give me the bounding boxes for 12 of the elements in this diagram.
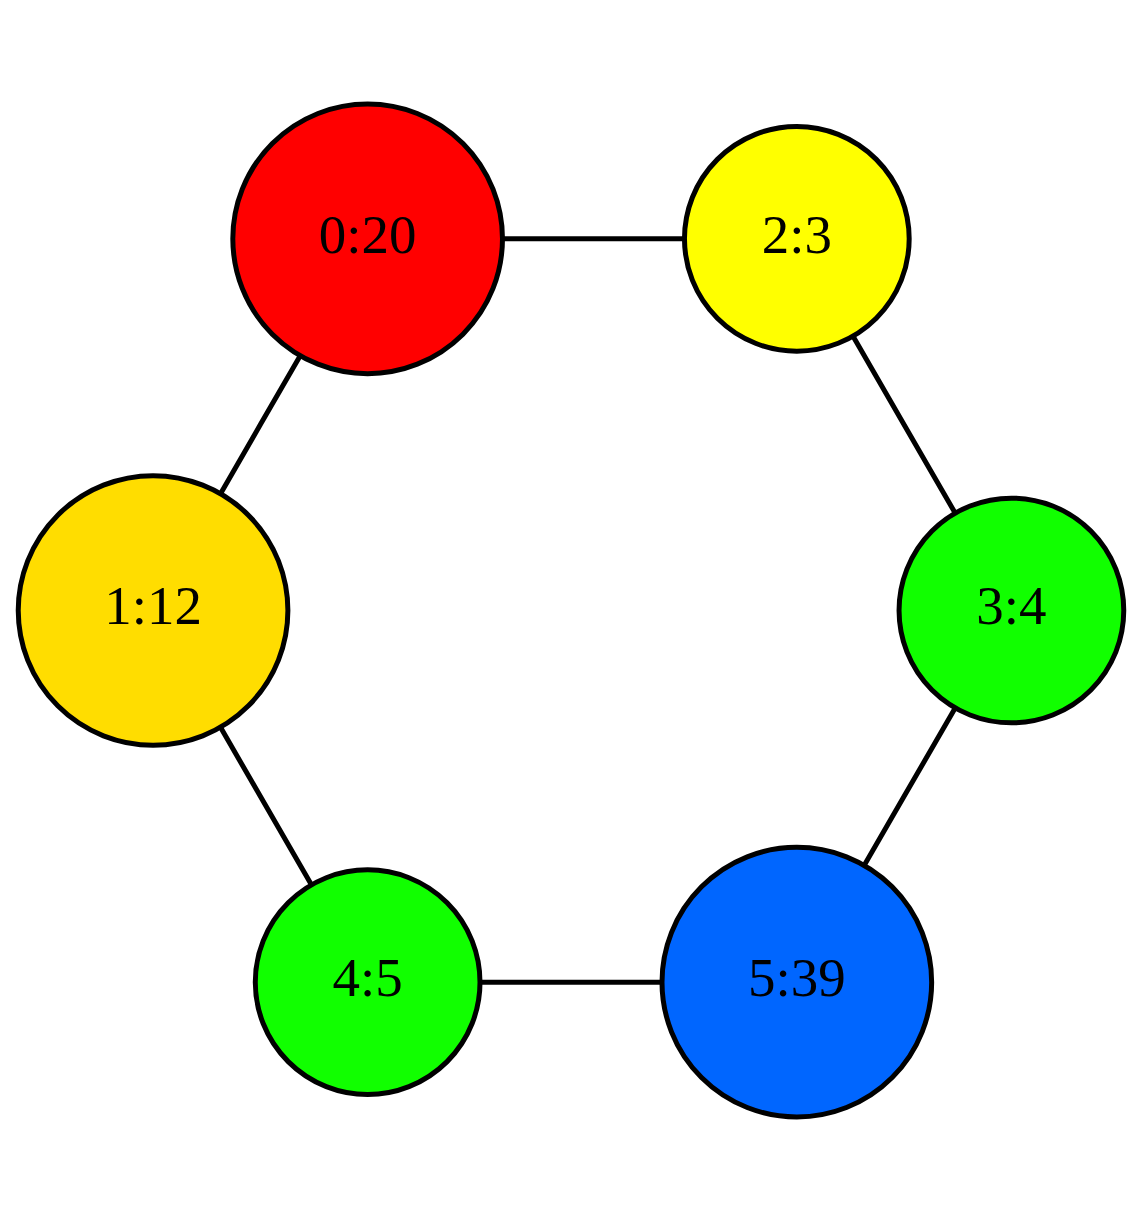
node-circle: 1:12 xyxy=(15,473,291,748)
node-circle: 0:20 xyxy=(230,101,505,377)
connector xyxy=(218,726,314,886)
connector xyxy=(480,979,661,985)
connector xyxy=(851,335,958,515)
connector xyxy=(502,236,685,242)
node-circle: 4:5 xyxy=(252,867,483,1098)
connector xyxy=(862,707,957,866)
connector xyxy=(218,355,302,495)
node-circle: 5:39 xyxy=(659,844,935,1120)
node-circle: 3:4 xyxy=(896,495,1127,726)
node-circle: 2:3 xyxy=(681,123,912,354)
